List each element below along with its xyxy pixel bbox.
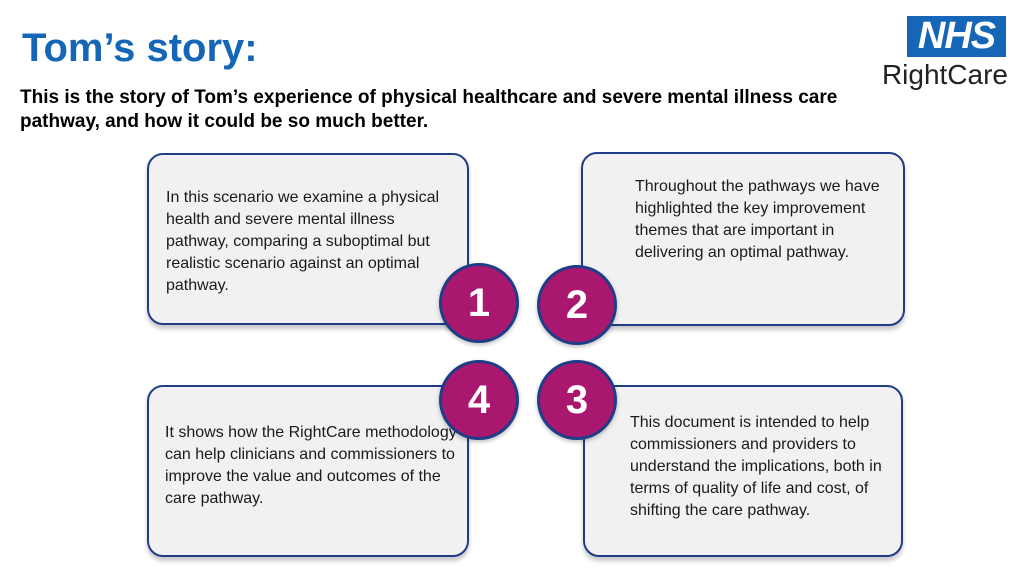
card-4-text: It shows how the RightCare methodology c…	[165, 424, 457, 507]
card-3-text: This document is intended to help commis…	[630, 414, 882, 519]
nhs-rightcare-logo: NHS RightCare	[878, 16, 1008, 96]
nhs-logo-box: NHS	[907, 16, 1006, 57]
number-badge-3: 3	[537, 360, 617, 440]
rightcare-logo-text: RightCare	[881, 59, 1008, 90]
number-badge-2: 2	[537, 265, 617, 345]
card-2-text: Throughout the pathways we have highligh…	[635, 178, 880, 261]
card-3: This document is intended to help commis…	[583, 385, 903, 557]
page-title: Tom’s story:	[22, 26, 258, 70]
nhs-logo-text: NHS	[917, 15, 996, 57]
card-2: Throughout the pathways we have highligh…	[581, 152, 905, 326]
number-badge-4: 4	[439, 360, 519, 440]
card-4: It shows how the RightCare methodology c…	[147, 385, 469, 557]
card-1-text: In this scenario we examine a physical h…	[166, 189, 440, 294]
card-1: In this scenario we examine a physical h…	[147, 153, 469, 325]
page-subtitle: This is the story of Tom’s experience of…	[20, 87, 838, 132]
number-badge-1: 1	[439, 263, 519, 343]
